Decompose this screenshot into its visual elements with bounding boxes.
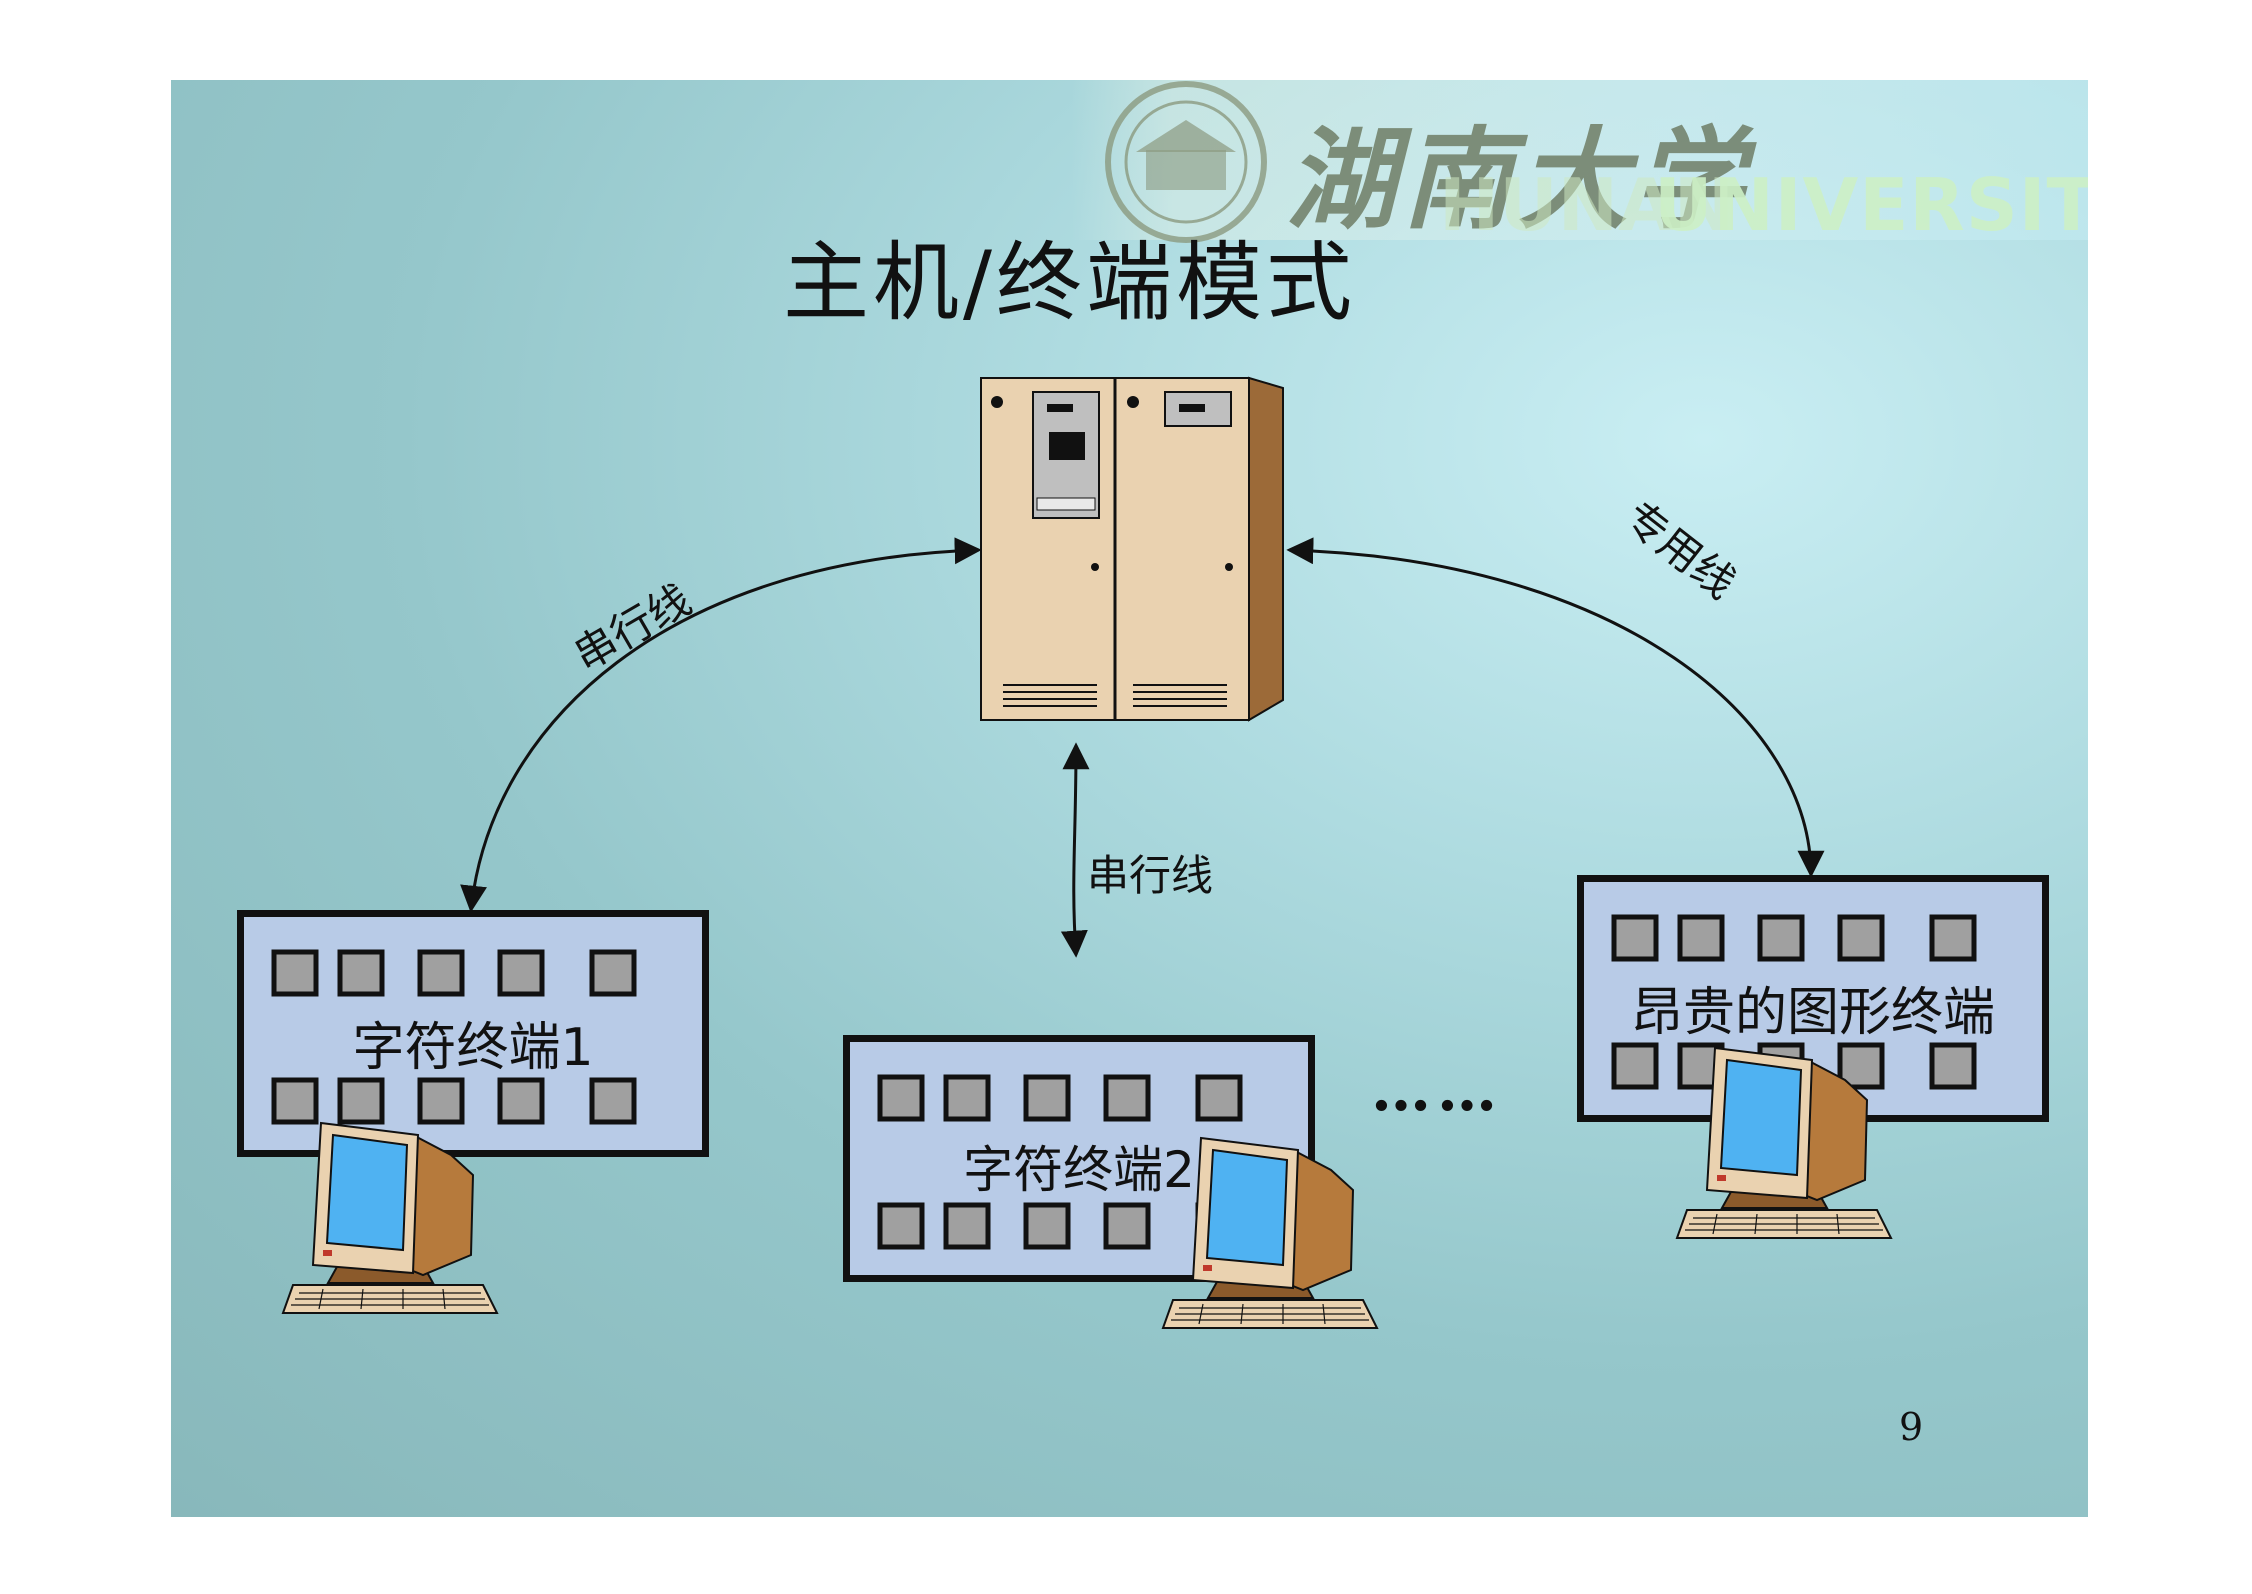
computer-icon-1 — [282, 1122, 498, 1314]
university-name-en: UNIVERSITY — [1654, 163, 2088, 247]
slide-title: 主机/终端模式 — [783, 233, 1356, 333]
edge-left — [460, 537, 982, 913]
page-number: 9 — [1899, 1405, 1924, 1449]
university-seal-icon — [1105, 81, 1267, 243]
key-grid — [271, 949, 637, 1125]
computers — [282, 1047, 1892, 1329]
edge-right — [1286, 537, 1825, 878]
computer-icon-3 — [1676, 1047, 1892, 1239]
edge-label-middle: 串行线 — [1087, 851, 1214, 900]
terminal-label-3: 昂贵的图形终端 — [1630, 983, 1995, 1043]
terminal-label-1: 字符终端1 — [352, 1018, 594, 1078]
edge-middle — [1060, 742, 1090, 958]
connection-lines — [460, 537, 1825, 958]
terminal-panel-1: 字符终端1 — [237, 910, 709, 1157]
slide: 湖南大学 HUNAN UNIVERSITY 主机/终端模式 串行线 串行线 专用… — [171, 80, 2088, 1517]
ellipsis: …… — [1371, 1055, 1503, 1125]
computer-icon-2 — [1162, 1137, 1378, 1329]
terminal-label-2: 字符终端2 — [963, 1141, 1195, 1199]
university-name-en-ghost: HUNAN — [1439, 163, 1734, 247]
mainframe-icon — [980, 376, 1284, 722]
university-name-cn: 湖南大学 — [1286, 115, 1750, 244]
